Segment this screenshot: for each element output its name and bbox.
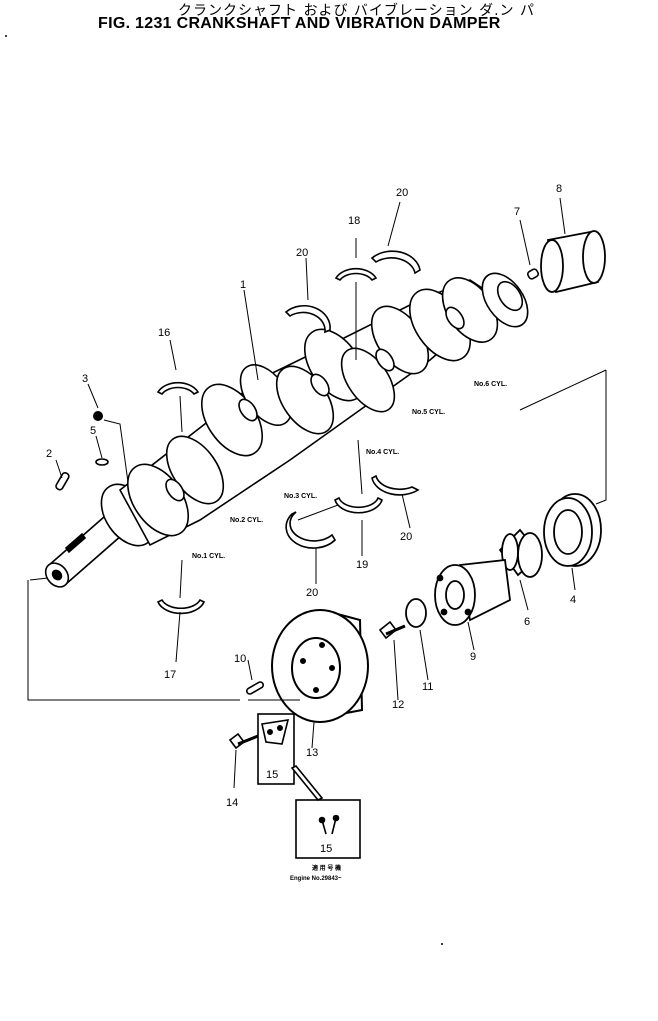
- callout-1: 1: [240, 279, 246, 291]
- seal-ring-8: [540, 230, 606, 294]
- thrust-washer-lower-20d: [371, 474, 420, 496]
- cylinder-labels: No.1 CYL. No.2 CYL. No.3 CYL. No.4 CYL. …: [192, 381, 507, 560]
- main-bearing-upper-16: [157, 381, 199, 395]
- callout-20-b: 20: [396, 187, 408, 199]
- callout-14: 14: [226, 797, 238, 809]
- callout-15: 15: [266, 769, 278, 781]
- callout-20-c: 20: [306, 587, 318, 599]
- cyl-1-label: No.1 CYL.: [192, 553, 225, 560]
- callout-5: 5: [90, 425, 96, 437]
- leader-lines: [27, 197, 607, 789]
- callout-12: 12: [392, 699, 404, 711]
- callout-3: 3: [82, 373, 88, 385]
- callout-10: 10: [234, 653, 246, 665]
- callout-6: 6: [524, 616, 530, 628]
- bolt-12: [378, 620, 406, 640]
- main-bearing-lower-19: [334, 496, 383, 514]
- key-part: [55, 472, 70, 491]
- pin-10: [246, 681, 264, 695]
- title-japanese: クランクシャフト および バイブレーション ダ.ン パ: [178, 3, 535, 19]
- bolt-14: [228, 732, 259, 750]
- callout-19: 19: [356, 559, 368, 571]
- callout-2: 2: [46, 448, 52, 460]
- callout-20-d: 20: [400, 531, 412, 543]
- thrust-washer-upper-20a: [284, 304, 331, 334]
- callout-18: 18: [348, 215, 360, 227]
- callout-labels: 1 2 3 4 5 6 7 8 9 10 11 12 13 14 15 15 1…: [46, 183, 576, 855]
- callout-20-a: 20: [296, 247, 308, 259]
- crankshaft: [44, 272, 529, 588]
- dowel-pin-7: [526, 268, 540, 280]
- callout-13: 13: [306, 747, 318, 759]
- callout-7: 7: [514, 206, 520, 218]
- ring-part: [95, 458, 109, 466]
- engine-serial-range: Engine No.29843~: [290, 876, 342, 882]
- figure-title: FIG. 1231 CRANKSHAFT AND VIBRATION DAMPE…: [98, 15, 501, 32]
- main-bearing-lower-17: [156, 598, 206, 615]
- cyl-2-label: No.2 CYL.: [230, 517, 263, 524]
- vibration-damper-13: [271, 609, 369, 723]
- scan-specks: [5, 35, 443, 945]
- callout-16: 16: [158, 327, 170, 339]
- cyl-4-label: No.4 CYL.: [366, 449, 399, 456]
- thrust-washer-lower-20c: [285, 511, 337, 549]
- pulley-hub-9: [434, 559, 511, 626]
- callout-4: 4: [570, 594, 576, 606]
- washer-11: [405, 598, 427, 628]
- callout-8: 8: [556, 183, 562, 195]
- callout-11: 11: [422, 681, 433, 693]
- cyl-6-label: No.6 CYL.: [474, 381, 507, 388]
- thrust-washer-upper-20b: [370, 250, 421, 275]
- cyl-5-label: No.5 CYL.: [412, 409, 445, 416]
- callout-17: 17: [164, 669, 176, 681]
- callout-9: 9: [470, 651, 476, 663]
- plug-part: [93, 411, 103, 421]
- inset-box: [290, 764, 361, 859]
- applicable-serial-label: 適 用 号 機: [312, 864, 341, 872]
- gear-4: [543, 493, 602, 567]
- inset-text: 適 用 号 機 Engine No.29843~: [290, 864, 342, 882]
- main-bearing-upper-18: [335, 267, 377, 281]
- plate-15-group: [257, 713, 295, 785]
- callout-15-inset: 15: [320, 843, 332, 855]
- cyl-3-label: No.3 CYL.: [284, 493, 317, 500]
